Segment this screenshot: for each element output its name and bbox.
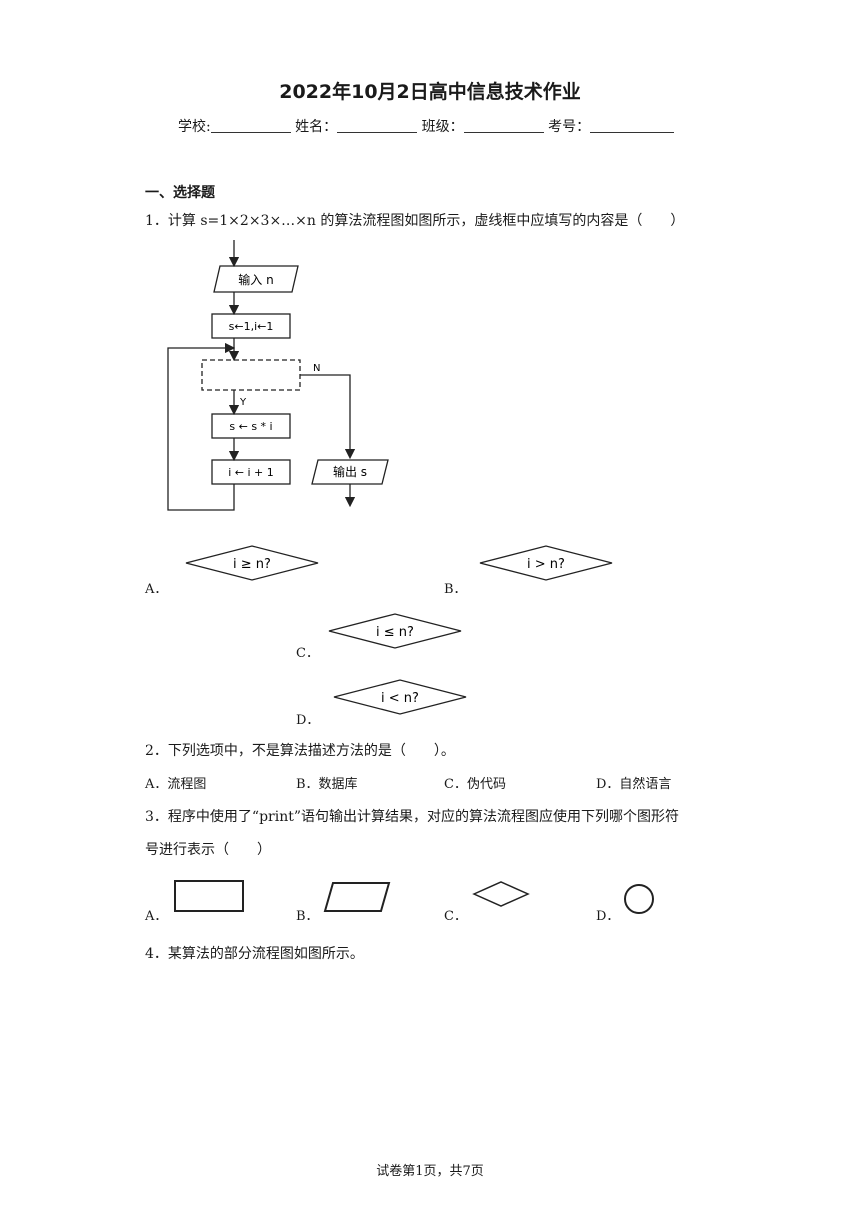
output-parallelogram <box>311 459 389 485</box>
number-blank <box>590 118 675 133</box>
q3-option-a-rectangle-icon[interactable] <box>172 878 248 916</box>
q1-option-d-label: D． <box>296 713 320 728</box>
class-blank <box>463 118 544 133</box>
q3-option-b-label: B． <box>296 909 319 924</box>
q1-option-d-diamond[interactable]: i < n? <box>332 678 468 716</box>
q2-option-a[interactable]: A．流程图 <box>145 777 207 792</box>
name-label: 姓名： <box>295 119 338 135</box>
flow-output-text: 输出 s <box>333 464 367 479</box>
q1-option-b-label: B． <box>444 582 467 597</box>
q3-option-d-circle-icon[interactable] <box>622 882 656 916</box>
q2-option-b[interactable]: B．数据库 <box>296 777 358 792</box>
condition-dashed-box <box>201 359 301 391</box>
q1-option-a-diamond[interactable]: i ≥ n? <box>184 544 320 582</box>
question-2-text: 2．下列选项中，不是算法描述方法的是（ ）。 <box>145 743 455 759</box>
page-footer: 试卷第1页，共7页 <box>376 1164 484 1179</box>
section-heading: 一、选择题 <box>145 185 215 201</box>
q1-option-b-text: i > n? <box>527 557 565 572</box>
flow-body-text: s ← s * i <box>229 420 272 433</box>
q2-option-d[interactable]: D．自然语言 <box>596 777 672 792</box>
q1-option-c-text: i ≤ n? <box>376 625 414 640</box>
flow-no-label: N <box>313 363 320 374</box>
number-label: 考号： <box>548 119 591 135</box>
q3-option-a-label: A． <box>145 909 168 924</box>
q1-option-b-diamond[interactable]: i > n? <box>478 544 614 582</box>
page-title: 2022年10月2日高中信息技术作业 <box>279 81 581 103</box>
q1-option-a-text: i ≥ n? <box>233 557 271 572</box>
q1-option-c-diamond[interactable]: i ≤ n? <box>327 612 463 650</box>
multiply-box <box>211 413 291 439</box>
increment-box <box>211 459 291 485</box>
q1-option-d-text: i < n? <box>381 691 419 706</box>
flow-input-text: 输入 n <box>238 272 273 287</box>
flow-inc-text: i ← i + 1 <box>228 466 274 479</box>
question-4-text: 4．某算法的部分流程图如图所示。 <box>145 946 364 962</box>
student-info-line: 学校: 姓名： 班级： 考号： <box>178 116 675 136</box>
school-label: 学校: <box>178 119 211 135</box>
q1-option-c-label: C． <box>296 646 319 661</box>
q3-option-c-label: C． <box>444 909 467 924</box>
question-3-text-line2: 号进行表示（ ） <box>145 842 271 858</box>
q2-option-c[interactable]: C．伪代码 <box>444 777 506 792</box>
question-3-text-line1: 3．程序中使用了“print”语句输出计算结果，对应的算法流程图应使用下列哪个图… <box>145 809 679 825</box>
q3-option-b-parallelogram-icon[interactable] <box>323 880 393 916</box>
q3-option-d-label: D． <box>596 909 620 924</box>
init-box <box>211 313 291 339</box>
class-label: 班级： <box>421 119 464 135</box>
q1-option-a-label: A． <box>145 582 168 597</box>
flow-yes-label: Y <box>239 397 247 408</box>
name-blank <box>337 118 418 133</box>
school-blank <box>210 118 291 133</box>
question-1-flowchart: 输入 n s←1,i←1 s ← s * i i ← i + 1 输出 s Y … <box>167 240 389 511</box>
q3-option-c-diamond-icon[interactable] <box>472 880 532 910</box>
input-parallelogram <box>213 265 299 293</box>
question-1-text: 1．计算 s=1×2×3×…×n 的算法流程图如图所示，虚线框中应填写的内容是（… <box>145 213 685 229</box>
flow-init-text: s←1,i←1 <box>229 320 274 333</box>
